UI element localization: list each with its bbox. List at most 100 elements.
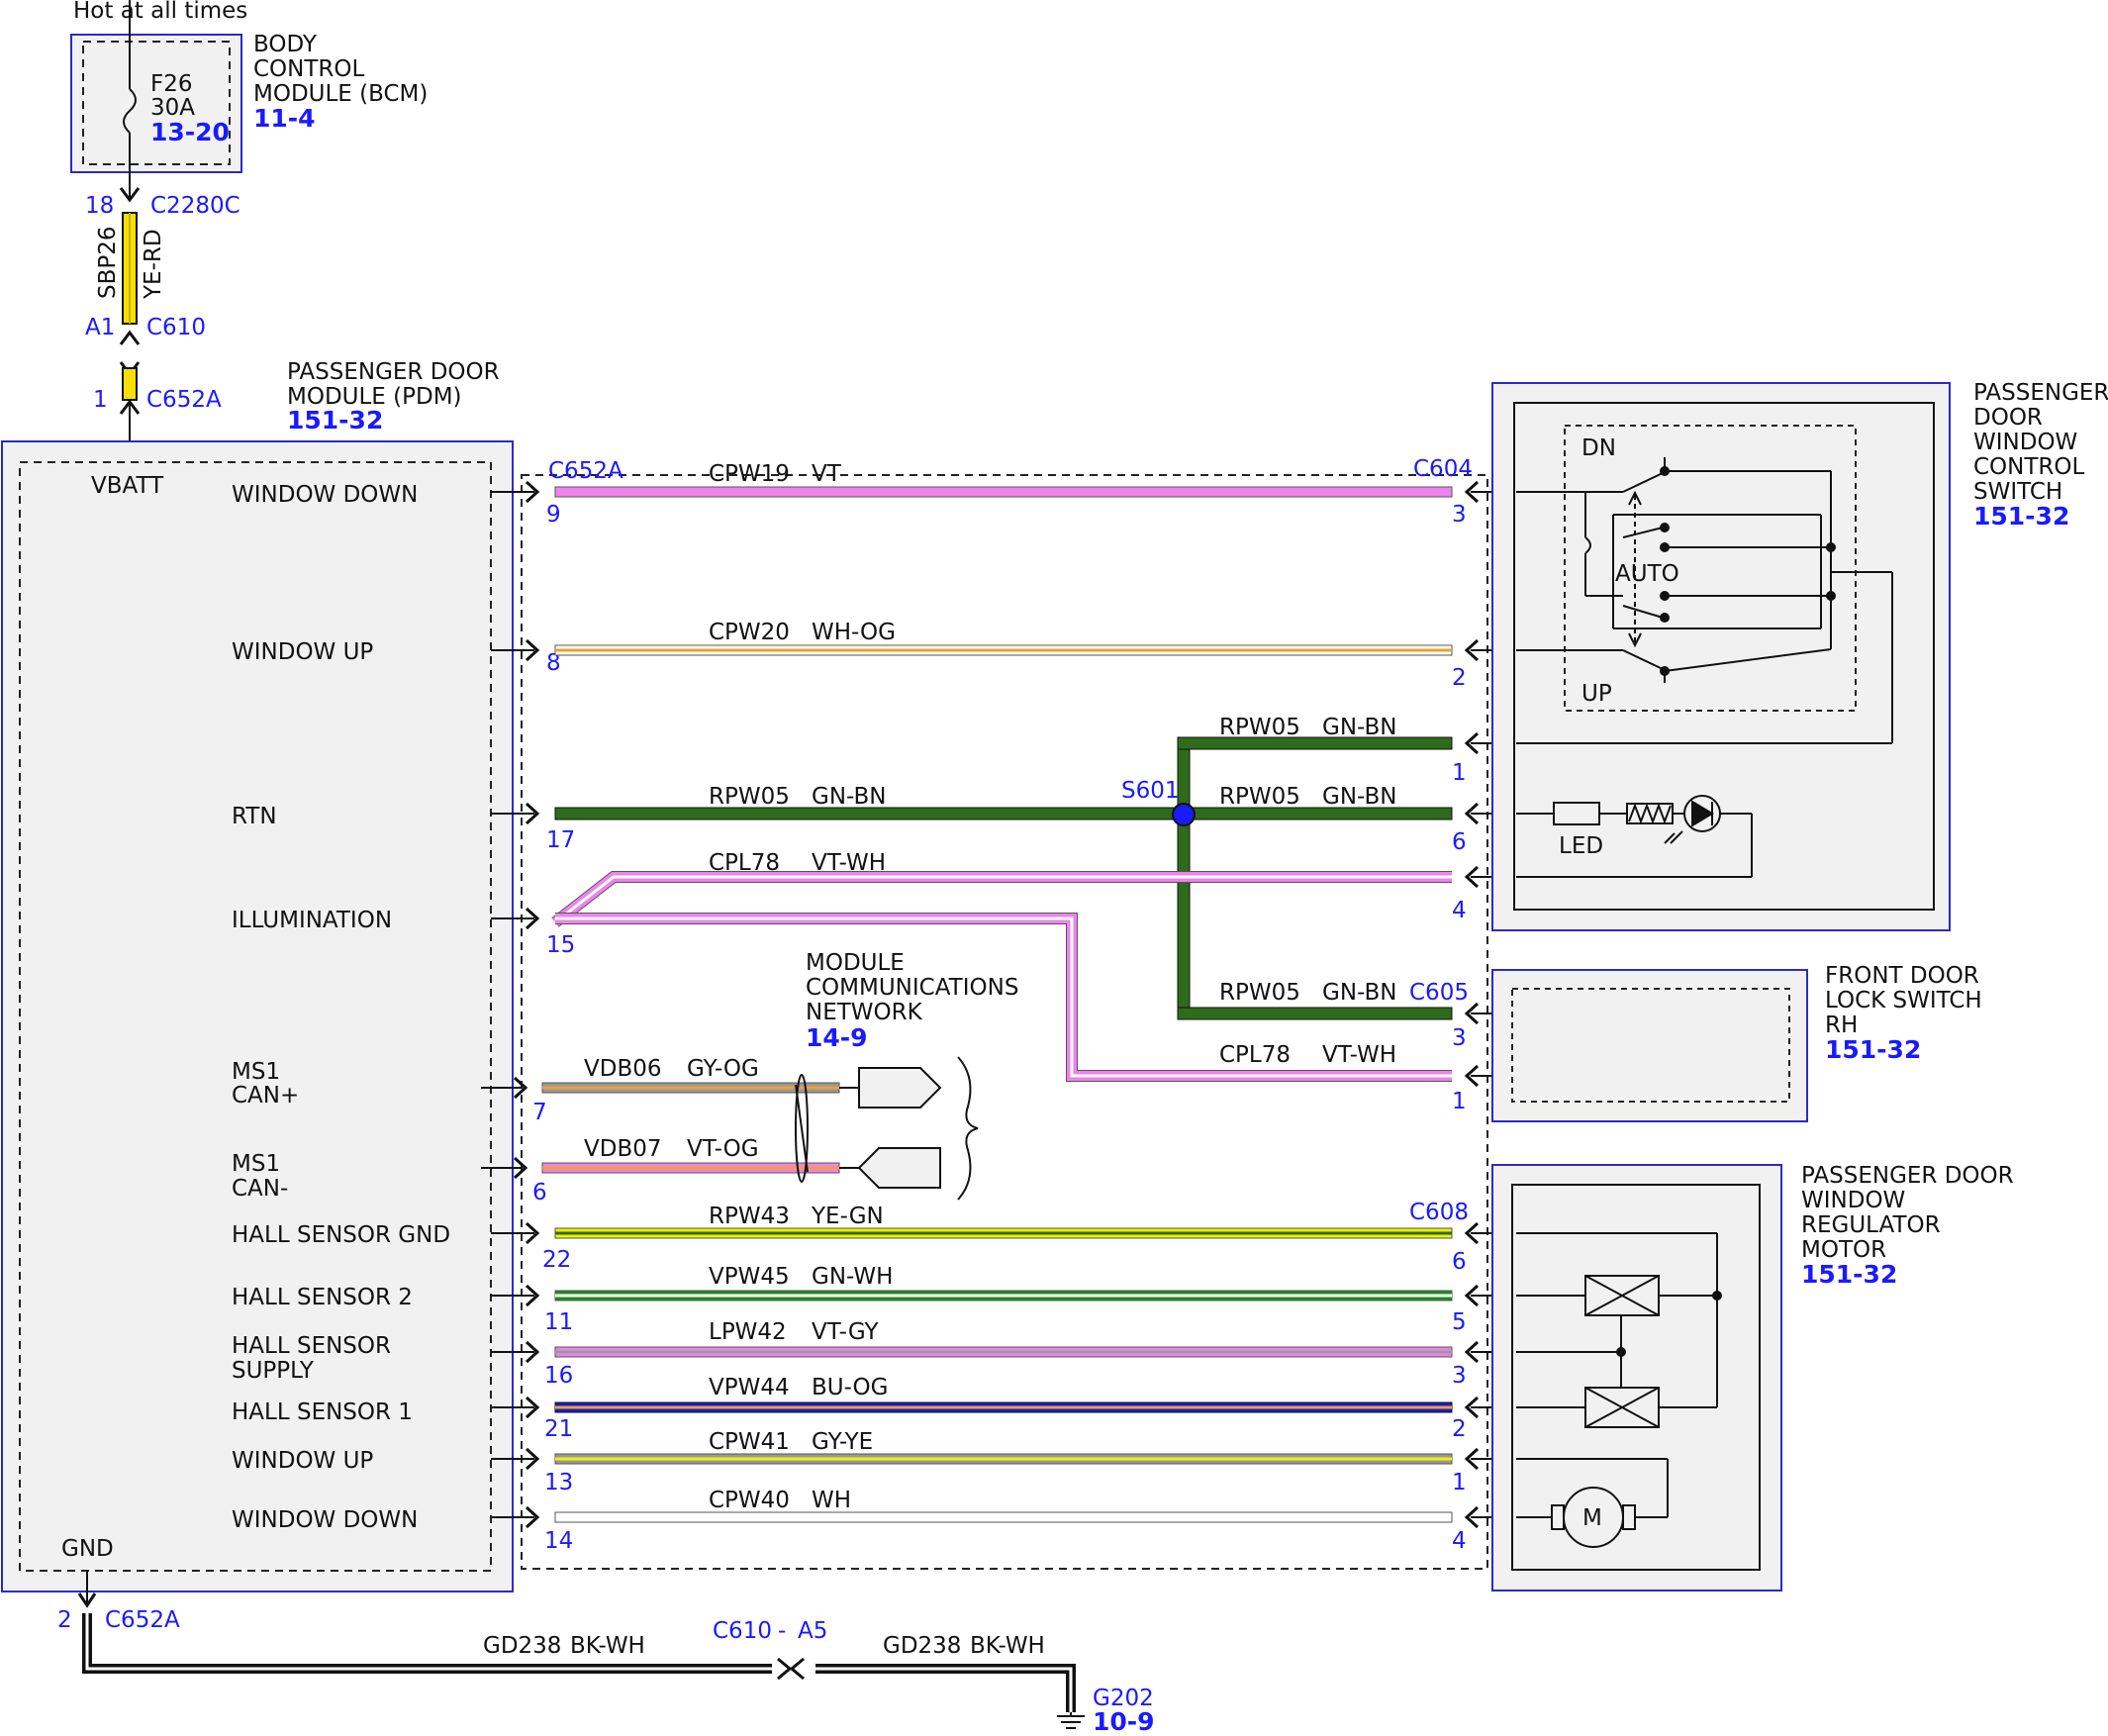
fuse-name: F26 bbox=[150, 71, 193, 97]
c604-connector-label: C604 bbox=[1413, 456, 1473, 482]
pdm-pin-16: 16 bbox=[544, 1363, 573, 1389]
c610-ground-connector: C610 bbox=[713, 1618, 772, 1644]
pdm-signal-hall-2: HALL SENSOR 2 bbox=[232, 1285, 413, 1310]
wire-cpl78: CPL78 VT-WH CPL78 VT-WH bbox=[551, 850, 1452, 1082]
fuse-ref[interactable]: 13-20 bbox=[150, 118, 230, 146]
pdm-signal-window-up-2: WINDOW UP bbox=[232, 1448, 373, 1474]
pdm-pin-17: 17 bbox=[546, 827, 575, 853]
bcm-ref[interactable]: 11-4 bbox=[253, 104, 316, 133]
c608-pin-1: 1 bbox=[1452, 1470, 1467, 1495]
led-resistor-icon bbox=[1553, 802, 1600, 825]
pdm-pin-11: 11 bbox=[544, 1309, 573, 1335]
svg-text:CPW40: CPW40 bbox=[709, 1488, 790, 1513]
gd238-color-1: BK-WH bbox=[570, 1633, 645, 1659]
bcm-name-3: MODULE (BCM) bbox=[253, 81, 428, 107]
window-switch-internal-icon bbox=[1516, 457, 1893, 744]
wire-vdb07: VDB07 VT-OG bbox=[541, 1136, 840, 1174]
pdm-gnd-label: GND bbox=[61, 1536, 114, 1562]
pdm-signal-window-up: WINDOW UP bbox=[232, 639, 373, 665]
can-title-3: NETWORK bbox=[806, 1000, 923, 1025]
c610-connector: C610 bbox=[146, 315, 206, 340]
hot-at-all-times-label: Hot at all times bbox=[73, 0, 247, 24]
wire-lpw42: LPW42 VT-GY bbox=[554, 1319, 1453, 1358]
motor-internal-icon bbox=[1516, 1232, 1722, 1548]
fuse-f26-icon bbox=[123, 88, 137, 134]
switch-ref[interactable]: 151-32 bbox=[1973, 502, 2069, 530]
pdm-name-2: MODULE (PDM) bbox=[287, 384, 462, 410]
svg-text:VT: VT bbox=[812, 461, 842, 487]
wire-rpw43: RPW43 YE-GN bbox=[554, 1204, 1453, 1239]
svg-text:BU-OG: BU-OG bbox=[812, 1375, 888, 1400]
svg-text:CPW20: CPW20 bbox=[709, 620, 790, 645]
pdm-box bbox=[1, 440, 514, 1592]
feed-color: YE-RD bbox=[141, 229, 166, 300]
pdm-signal-illumination: ILLUMINATION bbox=[232, 908, 392, 933]
pdm-signal-ms1-can-plus-2: CAN+ bbox=[232, 1083, 299, 1109]
pdm-pin-14: 14 bbox=[544, 1528, 573, 1554]
twisted-pair-icon bbox=[795, 1074, 809, 1183]
svg-text:VT-WH: VT-WH bbox=[812, 850, 886, 876]
svg-text:GY-OG: GY-OG bbox=[687, 1056, 759, 1082]
pdm-pin-8: 8 bbox=[546, 650, 561, 676]
pdm-pin-6: 6 bbox=[532, 1180, 547, 1206]
svg-text:VPW44: VPW44 bbox=[709, 1375, 790, 1400]
motor-ref[interactable]: 151-32 bbox=[1801, 1260, 1897, 1289]
svg-text:LPW42: LPW42 bbox=[709, 1319, 787, 1345]
svg-text:RPW05: RPW05 bbox=[1219, 980, 1300, 1006]
pdm-connector-c652a-top: C652A bbox=[146, 387, 222, 413]
pdm-connector-label: C652A bbox=[548, 458, 623, 484]
fuse-rating: 30A bbox=[150, 95, 195, 121]
splice-s601-dot bbox=[1172, 803, 1196, 826]
c605-pin-1: 1 bbox=[1452, 1089, 1467, 1114]
c604-pin-3: 3 bbox=[1452, 502, 1467, 528]
can-ref[interactable]: 14-9 bbox=[806, 1023, 868, 1052]
lock-switch-ref[interactable]: 151-32 bbox=[1825, 1035, 1921, 1064]
motor-symbol: M bbox=[1582, 1505, 1602, 1531]
svg-text:CPW41: CPW41 bbox=[709, 1429, 790, 1455]
pdm-ref[interactable]: 151-32 bbox=[287, 406, 383, 434]
pdm-signal-hall-gnd: HALL SENSOR GND bbox=[232, 1222, 450, 1248]
network-brace-icon bbox=[957, 1056, 979, 1201]
led-label: LED bbox=[1559, 833, 1603, 859]
svg-text:WH: WH bbox=[812, 1488, 851, 1513]
bcm-pin-18: 18 bbox=[85, 193, 114, 219]
wire-gd238 bbox=[82, 1613, 1076, 1712]
can-minus-flag-icon bbox=[857, 1147, 941, 1189]
svg-text:GN-WH: GN-WH bbox=[812, 1264, 893, 1290]
pdm-signal-hall-supply-2: SUPPLY bbox=[232, 1358, 315, 1384]
svg-text:VDB07: VDB07 bbox=[584, 1136, 662, 1162]
pdm-name-1: PASSENGER DOOR bbox=[287, 359, 500, 385]
pdm-signal-rtn: RTN bbox=[232, 804, 277, 829]
c610-pin-a1: A1 bbox=[85, 315, 115, 340]
ground-ref[interactable]: 10-9 bbox=[1093, 1707, 1155, 1736]
bcm-name-2: CONTROL bbox=[253, 56, 365, 82]
c610-ground-sep: - bbox=[778, 1618, 786, 1644]
gd238-circuit-2: GD238 bbox=[883, 1633, 961, 1659]
feed-circuit: SBP26 bbox=[95, 226, 121, 299]
svg-text:VT-WH: VT-WH bbox=[1322, 1042, 1396, 1068]
motor-name-4: MOTOR bbox=[1801, 1237, 1886, 1263]
c608-pin-3: 3 bbox=[1452, 1363, 1467, 1389]
motor-name-1: PASSENGER DOOR bbox=[1801, 1163, 2014, 1189]
pdm-vbatt-label: VBATT bbox=[91, 473, 164, 499]
c605-connector-label: C605 bbox=[1409, 980, 1469, 1006]
gd238-color-2: BK-WH bbox=[970, 1633, 1045, 1659]
switch-name-4: CONTROL bbox=[1973, 454, 2085, 480]
lock-switch-name-1: FRONT DOOR bbox=[1825, 963, 1979, 989]
led-circuit bbox=[1516, 795, 1753, 878]
bcm-box bbox=[70, 34, 242, 173]
svg-text:VPW45: VPW45 bbox=[709, 1264, 790, 1290]
pdm-signal-ms1-can-plus: MS1 bbox=[232, 1059, 280, 1085]
pdm-signal-ms1-can-minus: MS1 bbox=[232, 1151, 280, 1177]
bcm-connector-c2280c: C2280C bbox=[150, 193, 240, 219]
can-title-1: MODULE bbox=[806, 950, 905, 976]
c604-pin-1: 1 bbox=[1452, 760, 1467, 786]
switch-name-2: DOOR bbox=[1973, 405, 2043, 431]
pdm-signal-hall-supply: HALL SENSOR bbox=[232, 1333, 391, 1359]
svg-text:RPW05: RPW05 bbox=[1219, 715, 1300, 740]
svg-text:CPL78: CPL78 bbox=[1219, 1042, 1291, 1068]
switch-up-label: UP bbox=[1581, 681, 1612, 707]
pdm-pin-22: 22 bbox=[542, 1247, 571, 1273]
resistor-zigzag-icon bbox=[1626, 803, 1674, 824]
